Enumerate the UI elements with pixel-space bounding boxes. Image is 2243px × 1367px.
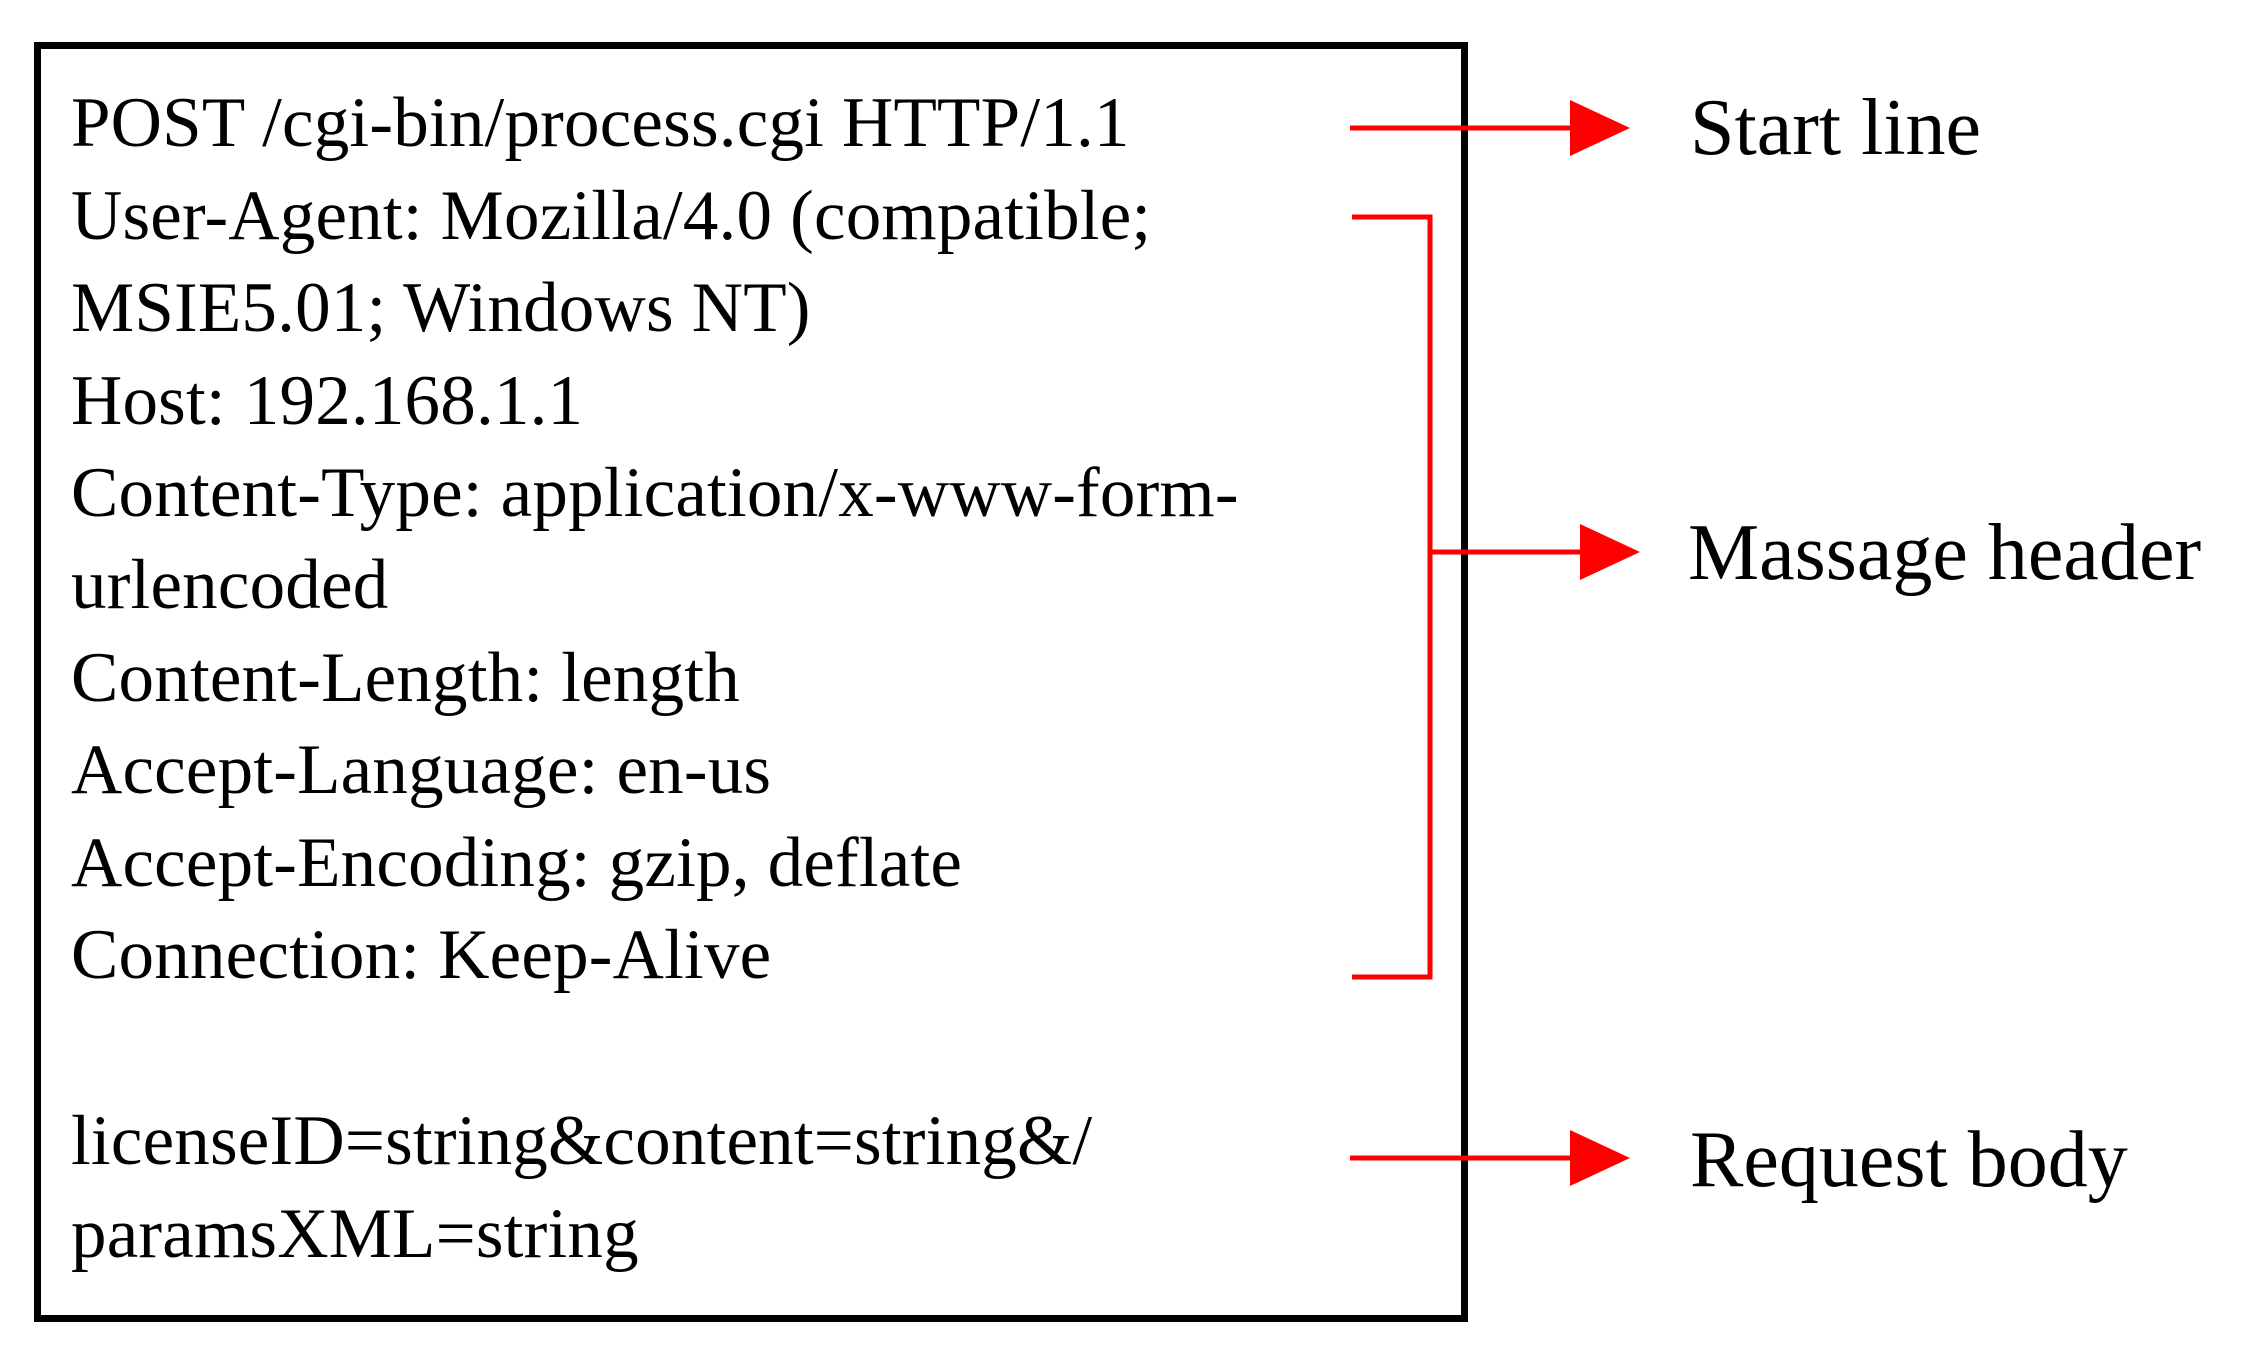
- body-line: licenseID=string&content=string&/: [71, 1102, 1093, 1180]
- request-body-label: Request body: [1690, 1116, 2128, 1204]
- body-line: paramsXML=string: [71, 1195, 639, 1273]
- message-header-label: Massage header: [1688, 509, 2202, 597]
- header-line: Accept-Language: en-us: [71, 731, 772, 809]
- header-line: Host: 192.168.1.1: [71, 362, 584, 440]
- header-line: Content-Type: application/x-www-form-: [71, 454, 1239, 532]
- start-line-text: POST /cgi-bin/process.cgi HTTP/1.1: [71, 84, 1130, 162]
- http-request-box: [34, 42, 1468, 1322]
- header-line: Content-Length: length: [71, 639, 740, 717]
- start-line-label: Start line: [1690, 84, 1982, 172]
- header-line: Connection: Keep-Alive: [71, 916, 772, 994]
- header-line: urlencoded: [71, 546, 389, 624]
- header-line: Accept-Encoding: gzip, deflate: [71, 824, 963, 902]
- header-line: MSIE5.01; Windows NT): [71, 269, 811, 347]
- header-line: User-Agent: Mozilla/4.0 (compatible;: [71, 177, 1152, 255]
